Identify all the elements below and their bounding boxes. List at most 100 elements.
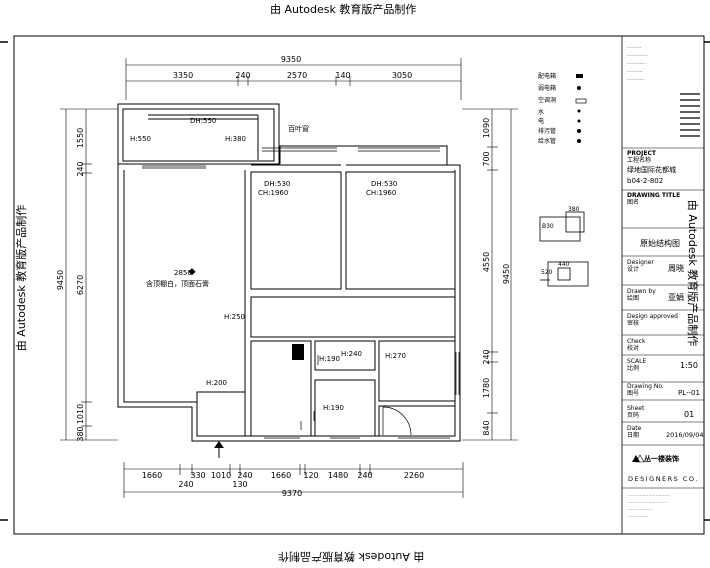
legend-3: 水 — [538, 108, 544, 116]
svg-text:..........: .......... — [627, 68, 643, 74]
dim-top-1: 240 — [235, 71, 250, 80]
drawing-title: 原始结构图 — [640, 238, 680, 248]
project-label: PROJECT — [627, 150, 657, 157]
dim-left-4: 380 — [76, 426, 85, 441]
dim-left-3: 1010 — [76, 404, 85, 424]
approved-label: Design approved — [627, 313, 678, 320]
dim-bottom-4: 1660 — [271, 471, 291, 480]
label-h200: H:200 — [206, 379, 227, 387]
approved-cn: 审核 — [627, 319, 639, 327]
label-dh530-a: DH:530 — [264, 180, 290, 188]
project-cn: 工程名称 — [627, 156, 651, 164]
label-h270: H:270 — [385, 352, 406, 360]
svg-text:.........: ......... — [627, 44, 642, 50]
dim-left-2: 6270 — [76, 275, 85, 295]
label-room-note: 含顶棚白，顶面石膏 — [146, 279, 209, 288]
company-en: DESIGNERS CO. — [628, 475, 699, 483]
title-block-hatch — [680, 93, 700, 137]
check-cn: 校对 — [627, 344, 639, 352]
label-ch1960-b: CH:1960 — [366, 189, 396, 197]
legend-1: 弱电箱 — [538, 84, 556, 92]
svg-text:...........: ........... — [627, 76, 645, 82]
plan-doors — [300, 355, 412, 436]
dim-bottom-7: 240 — [357, 471, 372, 480]
entry-arrow-head — [214, 441, 224, 448]
top-dimension-text: 9350 3350 240 2570 140 3050 — [173, 55, 412, 80]
corner-marks — [0, 41, 710, 521]
unit-number: b04-2-802 — [627, 177, 663, 185]
drawing-title-label: DRAWING TITLE — [627, 192, 680, 199]
drawn-name: 亚娟 — [668, 292, 684, 302]
dim-top-0: 3350 — [173, 71, 193, 80]
designer-cn: 设计 — [627, 265, 639, 273]
drawn-cn: 绘图 — [627, 294, 639, 302]
plan-text: DH:550 H:550 H:380 百叶窗 DH:530 CH:1960 DH… — [130, 117, 406, 412]
svg-text:............: ............ — [627, 60, 646, 66]
label-window-note: 百叶窗 — [288, 124, 309, 133]
designer-label: Designer — [627, 259, 654, 266]
svg-text:380: 380 — [568, 206, 580, 213]
drawing-no-label: Drawing No. — [627, 383, 664, 390]
svg-text:...............: ............... — [627, 514, 648, 519]
check-label: Check — [627, 338, 646, 345]
drawn-label: Drawn by — [627, 288, 656, 295]
dim-right-5: 840 — [482, 420, 491, 435]
company-name: 丛一楼装饰 — [644, 454, 679, 463]
project-name: 绿地国际花都城 — [627, 165, 676, 174]
dim-right-1: 700 — [482, 151, 491, 166]
plan-walls — [117, 103, 461, 442]
sheet-cn: 页码 — [627, 411, 639, 419]
label-h380: H:380 — [225, 135, 246, 143]
svg-text:440: 440 — [558, 261, 570, 268]
legend-2: 空调洞 — [538, 96, 556, 104]
dim-bottom-0: 1660 — [142, 471, 162, 480]
sheet-value: 01 — [684, 410, 694, 419]
dim-top-4: 3050 — [392, 71, 412, 80]
plan-windows — [142, 147, 460, 439]
dim-right-0: 1090 — [482, 118, 491, 138]
svg-text:520: 520 — [541, 269, 553, 276]
label-h250: H:250 — [224, 313, 245, 321]
svg-text:............................: ............................ — [627, 500, 667, 505]
left-dimension-lines — [60, 108, 118, 441]
dim-bottom-8: 2260 — [404, 471, 424, 480]
title-block-text: PROJECT 工程名称 绿地国际花都城 b04-2-802 DRAWING T… — [627, 150, 703, 483]
title-block-notes: ......... ............. ............ ...… — [627, 44, 648, 82]
dim-right-total: 9450 — [502, 264, 511, 284]
legend: 配电箱 弱电箱 空调洞 水 电 排污管 给水管 — [538, 72, 556, 145]
label-h190b: H:190 — [323, 404, 344, 412]
dim-bottom-3: 240 — [237, 471, 252, 480]
label-ch1960-a: CH:1960 — [258, 189, 288, 197]
dim-top-2: 2570 — [287, 71, 307, 80]
dim-left-1: 240 — [76, 161, 85, 176]
dim-right-4: 1780 — [482, 378, 491, 398]
legend-0: 配电箱 — [538, 72, 556, 80]
designer-name: 周晓 — [668, 263, 684, 273]
legend-4: 电 — [538, 117, 544, 125]
title-block-frame — [621, 36, 704, 534]
scale-label: SCALE — [627, 358, 646, 365]
shaft-block — [292, 344, 304, 360]
drawing-no-value: PL--01 — [678, 389, 700, 397]
date-cn: 日期 — [627, 431, 639, 439]
legend-6: 给水管 — [538, 137, 556, 145]
dim-bottom-total: 9370 — [282, 489, 302, 498]
dim-bottom-5: 120 — [303, 471, 318, 480]
company-address-lines: .............................. .........… — [627, 493, 670, 519]
right-dimension-lines — [462, 108, 518, 441]
label-h190: H:190 — [319, 355, 340, 363]
top-dimension-lines — [125, 58, 462, 100]
label-dh530-b: DH:530 — [371, 180, 397, 188]
label-h550: H:550 — [130, 135, 151, 143]
right-dimension-text: 1090 700 4550 240 1780 840 9450 — [482, 118, 511, 436]
dim-bottom-sub-1: 130 — [232, 480, 247, 489]
company-logo-icon — [632, 454, 645, 463]
dim-right-2: 4550 — [482, 252, 491, 272]
svg-text:.............: ............. — [627, 52, 648, 58]
dim-bottom-2: 1010 — [211, 471, 231, 480]
legend-symbols — [575, 74, 587, 143]
level-marker — [188, 268, 196, 276]
bottom-dimension-text: 1660 330 1010 240 1660 120 1480 240 2260… — [142, 471, 424, 498]
dim-top-total: 9350 — [281, 55, 301, 64]
dim-top-3: 140 — [335, 71, 350, 80]
